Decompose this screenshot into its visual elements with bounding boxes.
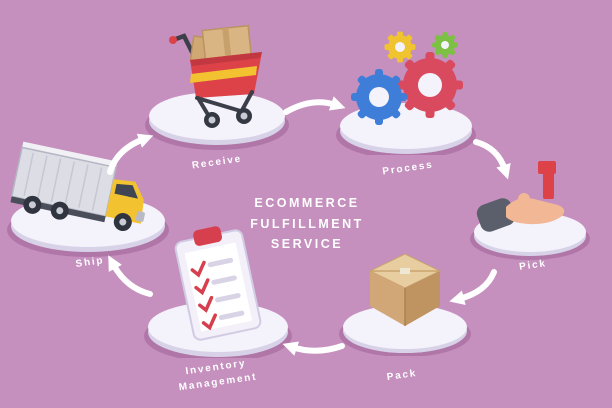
gear-blue <box>351 69 407 125</box>
stage-inventory-management <box>138 223 300 358</box>
platform <box>145 92 289 150</box>
gear-yellow <box>384 31 416 63</box>
stage-process <box>333 25 483 155</box>
gears-illustration <box>336 31 476 155</box>
stage-pack <box>336 238 474 356</box>
shopping-cart-icon <box>169 24 262 128</box>
arrow-inventory-to-ship <box>108 255 153 297</box>
arrow-pack-to-inventory <box>282 341 345 356</box>
cardboard-box-illustration <box>339 253 471 356</box>
checklist-rows <box>190 257 245 331</box>
truck-cab <box>105 179 145 224</box>
platform <box>336 103 476 155</box>
arrow-ship-to-receive <box>107 133 154 175</box>
arrow-process-to-pick <box>473 139 511 180</box>
stage-pick <box>466 143 594 261</box>
stage-receive <box>140 18 295 150</box>
arrow-pick-to-pack <box>449 269 497 306</box>
center-title: ECOMMERCE FULFILLMENT SERVICE <box>225 193 389 255</box>
hand <box>506 193 565 225</box>
hand-picking-item-icon <box>476 161 565 232</box>
arrow-receive-to-process <box>283 96 346 115</box>
title-line-1: ECOMMERCE <box>254 196 360 210</box>
platform <box>339 305 471 356</box>
hand-picking-illustration <box>470 161 590 260</box>
stage-ship <box>3 133 175 258</box>
delivery-truck-illustration <box>7 141 169 257</box>
checklist-clipboard-illustration <box>144 226 292 358</box>
title-line-3: SERVICE <box>270 237 344 252</box>
cardboard-box-icon <box>368 253 442 326</box>
sleeve <box>476 198 516 232</box>
shopping-cart-illustration <box>145 24 289 150</box>
gears-icon <box>351 31 463 125</box>
picked-item <box>538 161 556 199</box>
checklist-clipboard-icon <box>174 226 262 341</box>
delivery-truck-icon <box>10 141 145 232</box>
gear-red <box>397 52 463 118</box>
title-line-2: FULFILLMENT <box>250 216 364 231</box>
gear-green <box>432 32 458 58</box>
